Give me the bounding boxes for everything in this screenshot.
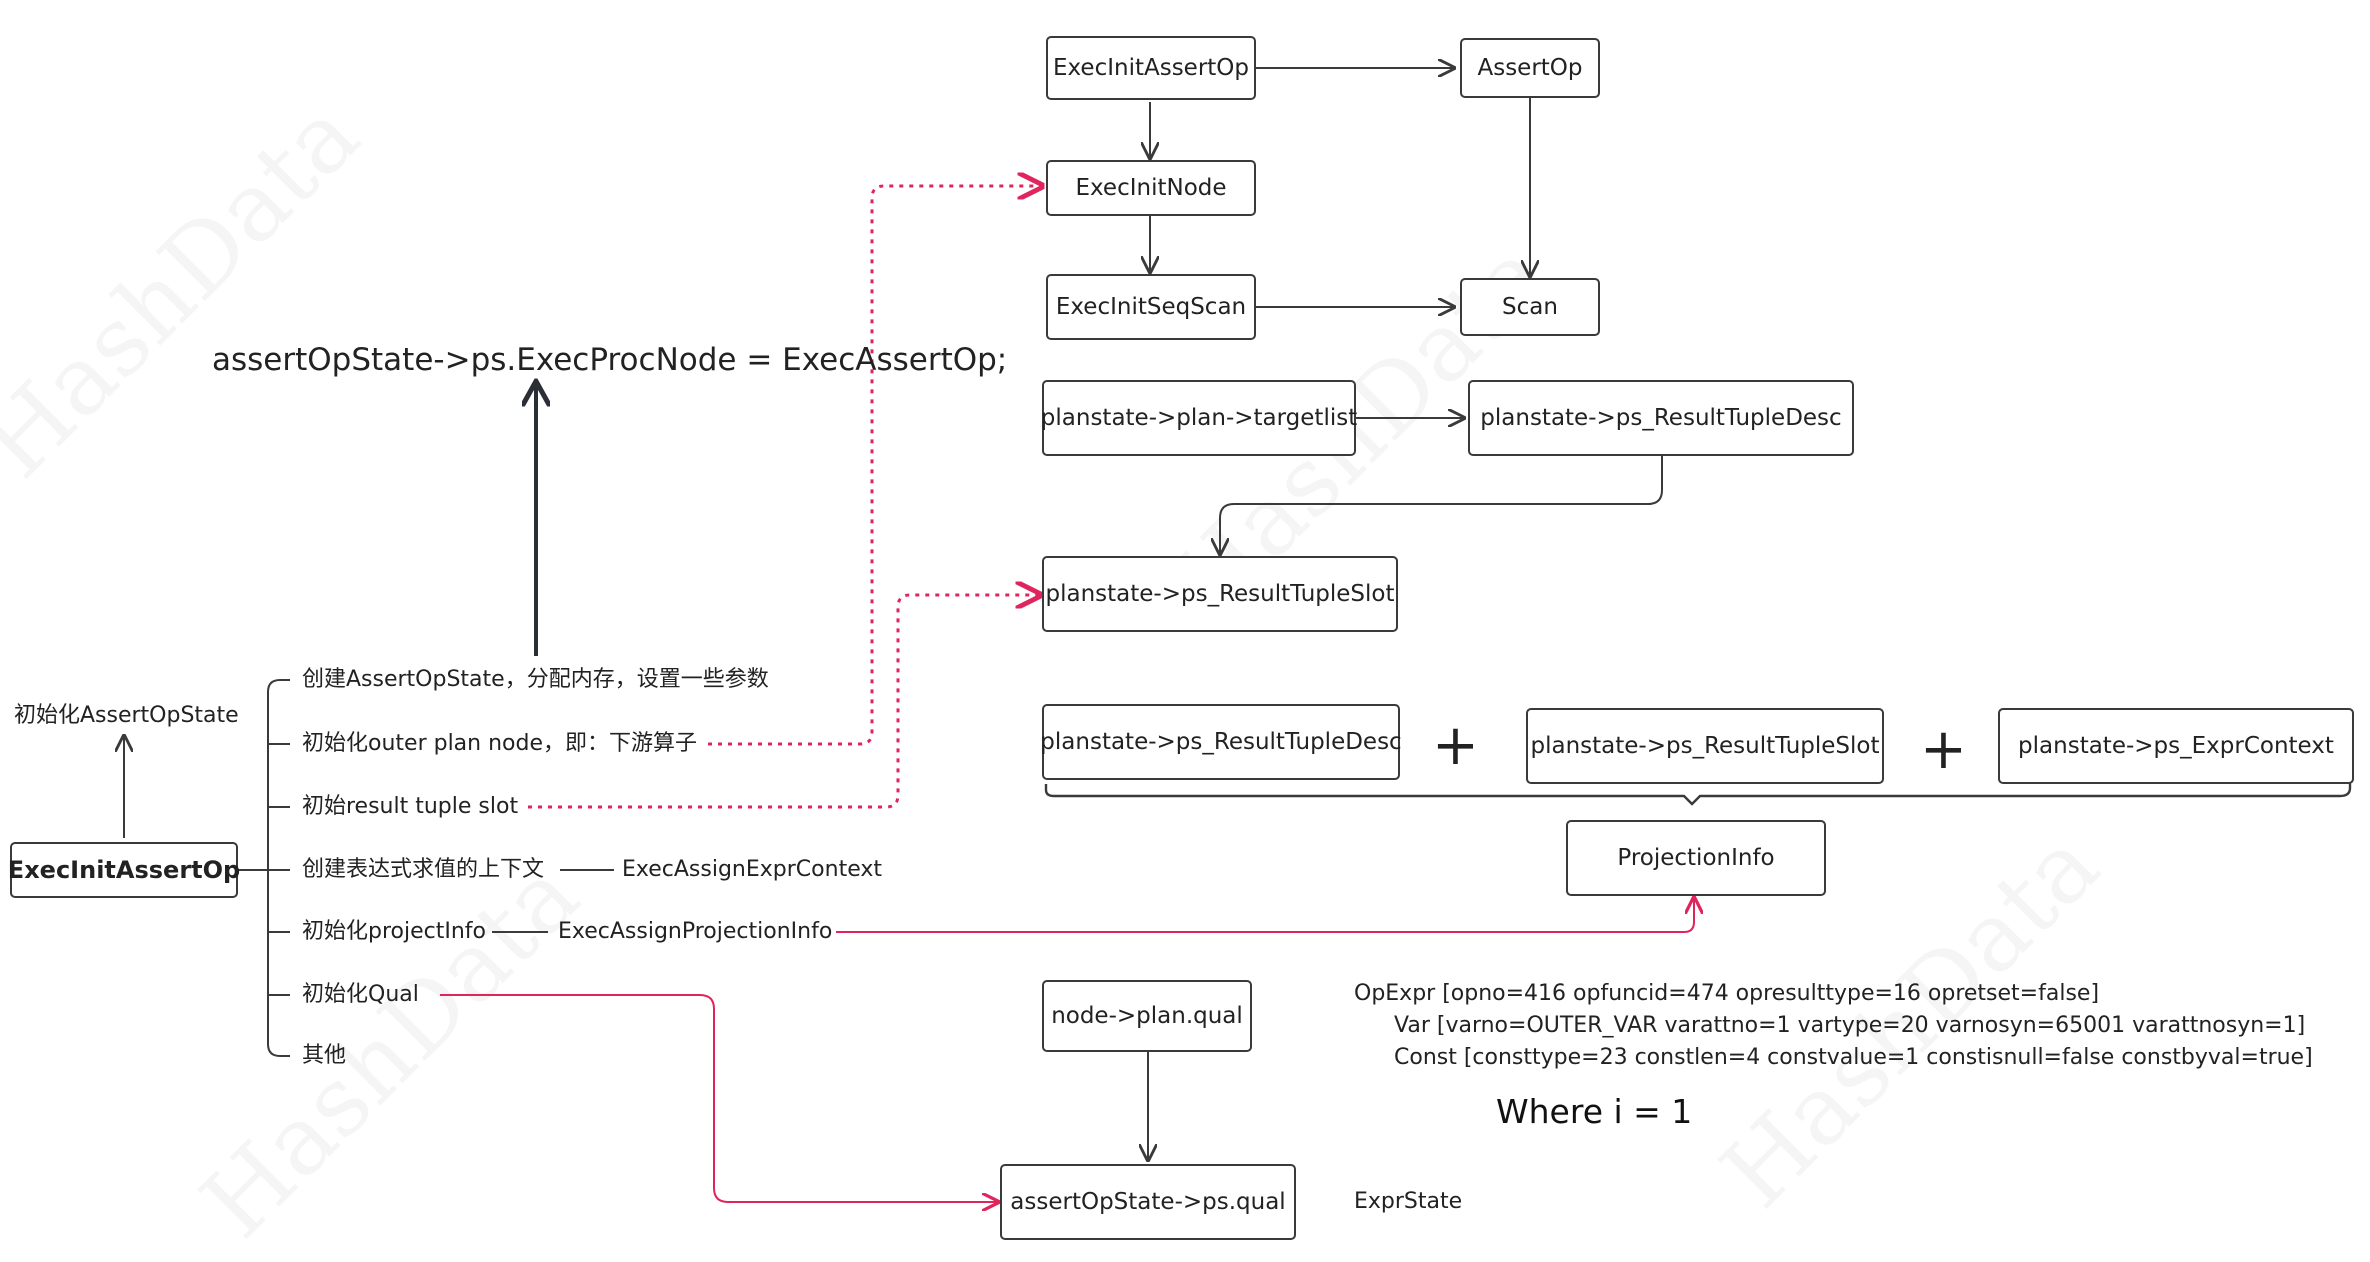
box-sum-result-tuple-slot: planstate->ps_ResultTupleSlot	[1526, 708, 1884, 784]
opexpr-var-line: Var [varno=OUTER_VAR varattno=1 vartype=…	[1394, 1013, 2306, 1038]
dotted-outer-plan-to-init-node	[708, 186, 1042, 746]
dotted-result-slot-to-tuple-slot	[528, 595, 1040, 809]
exec-proc-node-assignment: assertOpState->ps.ExecProcNode = ExecAss…	[212, 342, 1008, 378]
box-scan: Scan	[1460, 278, 1600, 336]
step-init-result-slot: 初始result tuple slot	[302, 794, 519, 819]
step-projection-info-target: ExecAssignProjectionInfo	[558, 919, 833, 944]
step-expr-context-target: ExecAssignExprContext	[622, 857, 882, 882]
opexpr-line: OpExpr [opno=416 opfuncid=474 opresultty…	[1354, 981, 2100, 1006]
link-qual	[440, 994, 998, 1202]
step-create-state: 创建AssertOpState，分配内存，设置一些参数	[302, 667, 769, 692]
edge-desc-to-slot	[1220, 456, 1663, 554]
step-init-qual: 初始化Qual	[302, 982, 419, 1007]
box-assert-op-state-qual: assertOpState->ps.qual	[1000, 1164, 1296, 1240]
link-projection-info	[836, 898, 1694, 933]
box-sum-expr-context: planstate->ps_ExprContext	[1998, 708, 2354, 784]
box-assert-op: AssertOp	[1460, 38, 1600, 98]
opexpr-const-line: Const [consttype=23 constlen=4 constvalu…	[1394, 1045, 2313, 1070]
box-node-plan-qual: node->plan.qual	[1042, 980, 1252, 1052]
expr-state-label: ExprState	[1354, 1189, 1463, 1214]
box-main-exec-init-assert-op: ExecInitAssertOp	[8, 842, 240, 898]
step-init-outer-plan: 初始化outer plan node，即：下游算子	[302, 731, 698, 756]
init-assert-op-state-label: 初始化AssertOpState	[14, 703, 239, 728]
step-init-project-info: 初始化projectInfo	[302, 919, 486, 944]
where-clause: Where i = 1	[1496, 1092, 1693, 1131]
plus-sign-2: +	[1920, 717, 1967, 782]
box-exec-init-node: ExecInitNode	[1046, 160, 1256, 216]
box-exec-init-assert-op: ExecInitAssertOp	[1046, 36, 1256, 100]
box-result-tuple-desc: planstate->ps_ResultTupleDesc	[1468, 380, 1854, 456]
sum-brace	[1044, 782, 2352, 806]
box-projection-info: ProjectionInfo	[1566, 820, 1826, 896]
plus-sign-1: +	[1432, 713, 1479, 778]
box-sum-result-tuple-desc: planstate->ps_ResultTupleDesc	[1040, 704, 1402, 780]
step-other: 其他	[302, 1043, 347, 1068]
box-result-tuple-slot: planstate->ps_ResultTupleSlot	[1042, 556, 1398, 632]
box-plan-targetlist: planstate->plan->targetlist	[1041, 380, 1357, 456]
box-exec-init-seq-scan: ExecInitSeqScan	[1046, 274, 1256, 340]
tree-branches	[267, 679, 290, 1057]
step-create-expr-context: 创建表达式求值的上下文	[302, 857, 545, 882]
